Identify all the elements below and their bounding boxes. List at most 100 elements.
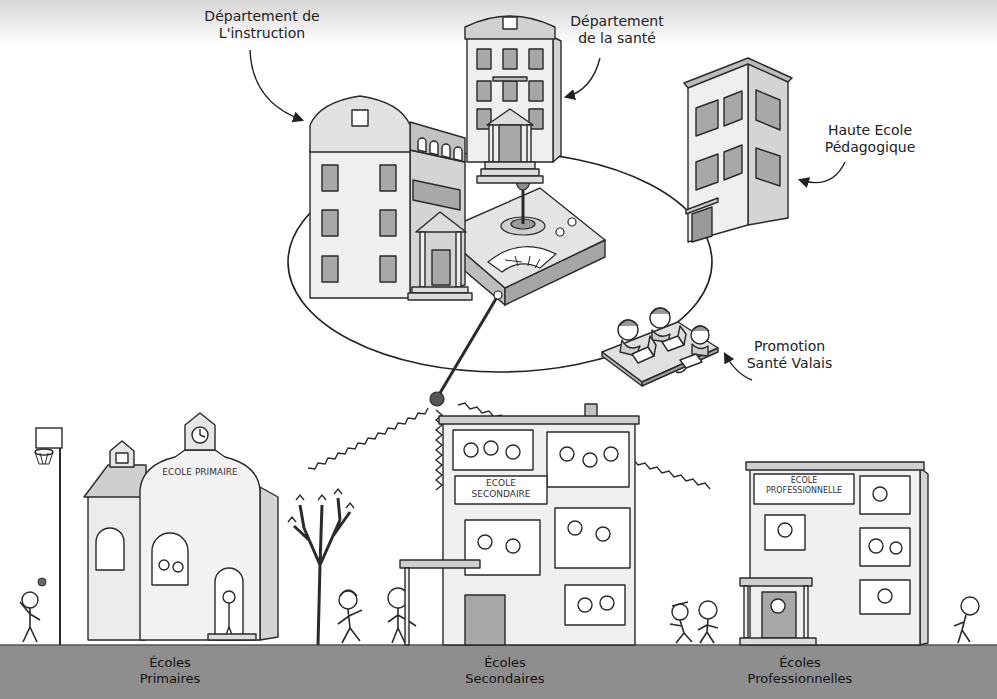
dial-ticks [505,256,540,268]
window [453,430,533,470]
hep-building: Haute Ecole Pédagogique [680,50,795,250]
door [499,125,521,162]
window [477,49,491,69]
hoop-net [35,452,53,464]
building-roof [684,58,792,88]
building-drawing [435,410,640,645]
person-head [506,445,520,459]
signal-zigzag [308,408,428,469]
building-label: ECOLE PRIMAIRE [160,467,240,478]
porch-pediment [416,212,466,232]
side-window [756,148,780,186]
building-drawing [455,5,565,190]
child-body [388,608,416,643]
person-head [778,523,792,537]
child-body [954,615,970,643]
person-head [568,521,582,535]
joystick-stick [522,186,525,224]
roof-window [430,141,438,155]
instruction-building: Département de L'instruction [300,80,475,305]
child-body [20,602,40,642]
laptop [680,354,702,368]
window [696,100,718,136]
building-roof [746,462,924,470]
antenna-ball [430,392,444,406]
porch-pediment [487,109,533,125]
porch-canopy [400,560,480,568]
roof-window [442,144,450,158]
building-drawing [80,405,305,645]
window [322,210,338,236]
building-label: Département de la santé [567,13,667,47]
building-label: Haute Ecole Pédagogique [810,122,930,156]
laptop-screen [648,336,656,356]
steps [485,162,535,169]
clock-turret [185,413,215,450]
building-wing [88,495,145,640]
window [696,154,718,190]
person-head [618,320,638,340]
sante-building: Département de la santé [455,5,565,190]
door [215,568,243,640]
building-side [748,62,788,225]
promotion-team-desk: Promotion Santé Valais [600,300,720,385]
antenna-socket [494,291,502,299]
building-label: ECOLE SECONDAIRE [457,478,545,500]
person-head [583,453,597,467]
person-head [464,443,478,457]
window [477,81,491,101]
porch-column [405,568,409,645]
person-head [506,539,520,553]
group-label: Écoles Primaires [120,655,220,686]
person-head [691,326,709,344]
window [860,528,910,566]
clock-face [192,427,208,443]
antenna-rod [440,292,500,393]
person-head [484,441,498,455]
steps [477,176,543,183]
person-head [578,598,592,612]
leader-arrow [566,58,600,97]
person-head [159,560,169,570]
tree-branches [294,498,350,645]
person-hair [692,326,709,331]
sky-band [0,0,997,45]
group-label: Écoles Secondaires [445,655,565,686]
window [503,17,517,29]
door [465,595,505,645]
steps [412,287,468,293]
leader-arrow [800,162,845,183]
child-head [672,604,688,620]
panel-dial [488,247,556,272]
building-facade [688,62,748,242]
steps [740,638,816,645]
window [555,508,630,568]
building-drawing [300,80,475,305]
building-roof [410,122,465,162]
hoop-rim [35,449,53,455]
building-label: Département de L'instruction [192,8,332,42]
group-label: Écoles Professionnelles [730,655,870,686]
school-sign [754,474,854,504]
person-head [478,535,492,549]
child-body [670,602,692,643]
laptop-screen [678,326,686,345]
porch-column [489,125,493,162]
panel-button [556,228,564,236]
person-head [596,527,610,541]
child-head [961,597,979,615]
door [692,207,712,242]
building-roof [465,16,555,39]
porch-column [420,232,425,287]
steps [208,634,256,640]
window [529,81,543,101]
porch-column [527,125,531,162]
roof-window [454,147,462,161]
side-window [413,180,460,210]
tree-leaves [288,489,354,522]
window [565,585,625,625]
person-head [771,599,785,613]
window [765,515,805,550]
child-head [699,601,717,619]
